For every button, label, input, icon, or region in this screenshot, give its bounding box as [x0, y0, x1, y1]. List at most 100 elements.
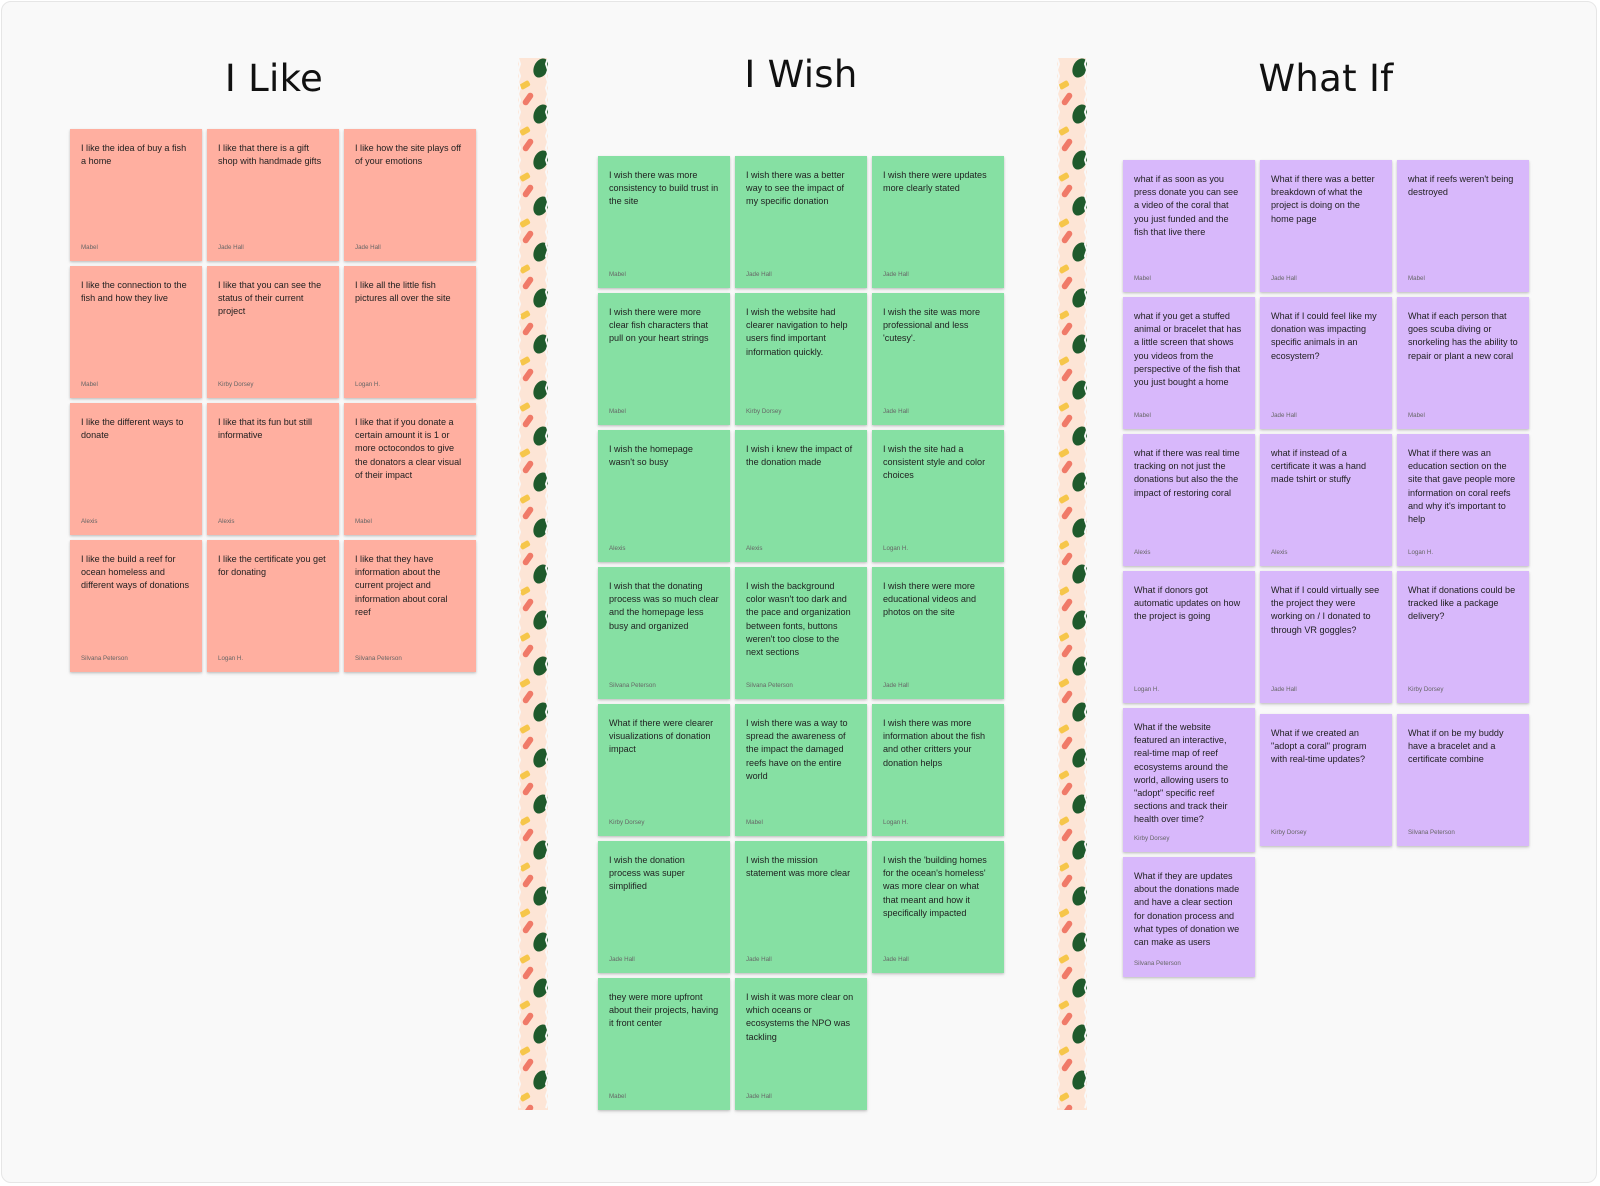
sticky-note-author: Mabel	[81, 244, 98, 251]
sticky-note[interactable]: What if on be my buddy have a bracelet a…	[1397, 714, 1529, 846]
sticky-note[interactable]: What if donations could be tracked like …	[1397, 571, 1529, 703]
sticky-note[interactable]: I wish there was more consistency to bui…	[598, 156, 730, 288]
sticky-note[interactable]: What if they are updates about the donat…	[1123, 857, 1255, 977]
sticky-note-text: I wish there was more consistency to bui…	[609, 170, 719, 207]
sticky-note[interactable]: I like that if you donate a certain amou…	[344, 403, 476, 535]
sticky-note-text: I like the build a reef for ocean homele…	[81, 554, 190, 591]
sticky-note-text: what if there was real time tracking on …	[1134, 448, 1240, 498]
sticky-note[interactable]: I wish there was a better way to see the…	[735, 156, 867, 288]
sticky-note-text: I wish there was a way to spread the awa…	[746, 718, 848, 781]
sticky-note[interactable]: they were more upfront about their proje…	[598, 978, 730, 1110]
sticky-note-text: What if we created an "adopt a coral" pr…	[1271, 728, 1367, 765]
sticky-note-text: What if each person that goes scuba divi…	[1408, 311, 1518, 361]
sticky-note-author: Alexis	[81, 518, 98, 525]
sticky-note[interactable]: I wish the site was more professional an…	[872, 293, 1004, 425]
sticky-note[interactable]: what if there was real time tracking on …	[1123, 434, 1255, 566]
sticky-note[interactable]: I like that there is a gift shop with ha…	[207, 129, 339, 261]
sticky-note[interactable]: I like all the little fish pictures all …	[344, 266, 476, 398]
sticky-note-author: Kirby Dorsey	[1408, 686, 1444, 693]
sticky-note-author: Logan H.	[1134, 686, 1160, 693]
sticky-note-text: I like that you can see the status of th…	[218, 280, 322, 317]
sticky-grid-i-wish: I wish there was more consistency to bui…	[598, 156, 1004, 1110]
sticky-note[interactable]: what if you get a stuffed animal or brac…	[1123, 297, 1255, 429]
sticky-note-author: Mabel	[81, 381, 98, 388]
sticky-note-author: Alexis	[1271, 549, 1288, 556]
sticky-note-author: Kirby Dorsey	[1134, 835, 1170, 842]
sticky-note[interactable]: I like how the site plays off of your em…	[344, 129, 476, 261]
sticky-note-text: I wish the background color wasn't too d…	[746, 581, 851, 658]
sticky-note[interactable]: What if donors got automatic updates on …	[1123, 571, 1255, 703]
sticky-note-text: What if the website featured an interact…	[1134, 722, 1229, 825]
sticky-note-author: Alexis	[609, 545, 626, 552]
sticky-note[interactable]: What if I could feel like my donation wa…	[1260, 297, 1392, 429]
sticky-note-text: I like that if you donate a certain amou…	[355, 417, 462, 480]
sticky-note[interactable]: I wish there was more information about …	[872, 704, 1004, 836]
sticky-note-author: Silvana Peterson	[355, 655, 402, 662]
column-title-i-like: I Like	[224, 57, 324, 100]
sticky-note[interactable]: what if instead of a certificate it was …	[1260, 434, 1392, 566]
sticky-note-text: What if they are updates about the donat…	[1134, 871, 1240, 948]
sticky-note[interactable]: What if there was an education section o…	[1397, 434, 1529, 566]
sticky-note[interactable]: I like the build a reef for ocean homele…	[70, 540, 202, 672]
sticky-note[interactable]: What if I could virtually see the projec…	[1260, 571, 1392, 703]
sticky-note[interactable]: What if the website featured an interact…	[1123, 708, 1255, 852]
sticky-note[interactable]: I like that you can see the status of th…	[207, 266, 339, 398]
sticky-note-author: Jade Hall	[883, 956, 909, 963]
sticky-note[interactable]: What if there were clearer visualization…	[598, 704, 730, 836]
sticky-note-text: I wish it was more clear on which oceans…	[746, 992, 854, 1042]
sticky-note[interactable]: I wish i knew the impact of the donation…	[735, 430, 867, 562]
sticky-note-text: I like the connection to the fish and ho…	[81, 280, 187, 304]
sticky-note[interactable]: I wish there was a way to spread the awa…	[735, 704, 867, 836]
sticky-note[interactable]: What if there was a better breakdown of …	[1260, 160, 1392, 292]
sticky-note[interactable]: What if we created an "adopt a coral" pr…	[1260, 714, 1392, 846]
sticky-note-author: Jade Hall	[355, 244, 381, 251]
sticky-note-author: Logan H.	[355, 381, 381, 388]
sticky-note-author: Silvana Peterson	[746, 682, 793, 689]
sticky-note-text: I wish there was a better way to see the…	[746, 170, 845, 207]
sticky-note[interactable]: I like that its fun but still informativ…	[207, 403, 339, 535]
sticky-note-author: Logan H.	[883, 819, 909, 826]
sticky-note-text: I wish there was more information about …	[883, 718, 986, 768]
sticky-note[interactable]: I like that they have information about …	[344, 540, 476, 672]
sticky-note-text: I wish the donation process was super si…	[609, 855, 685, 892]
sticky-note-text: I wish the 'building homes for the ocean…	[883, 855, 987, 918]
sticky-note[interactable]: I like the certificate you get for donat…	[207, 540, 339, 672]
sticky-note[interactable]: I wish the 'building homes for the ocean…	[872, 841, 1004, 973]
sticky-note[interactable]: I wish it was more clear on which oceans…	[735, 978, 867, 1110]
sticky-note[interactable]: I wish the background color wasn't too d…	[735, 567, 867, 699]
sticky-note[interactable]: I wish the site had a consistent style a…	[872, 430, 1004, 562]
sticky-note[interactable]: what if as soon as you press donate you …	[1123, 160, 1255, 292]
sticky-note[interactable]: I wish there were more educational video…	[872, 567, 1004, 699]
sticky-note-text: What if there was a better breakdown of …	[1271, 174, 1375, 224]
sticky-note-text: what if instead of a certificate it was …	[1271, 448, 1367, 485]
sticky-note-text: I wish there were updates more clearly s…	[883, 170, 987, 194]
sticky-note-author: Mabel	[609, 271, 626, 278]
sticky-note-author: Jade Hall	[883, 271, 909, 278]
sticky-note-text: what if as soon as you press donate you …	[1134, 174, 1239, 237]
sticky-note-author: Jade Hall	[746, 956, 772, 963]
sticky-grid-what-if: what if as soon as you press donate you …	[1123, 160, 1529, 977]
sticky-note[interactable]: I wish the mission statement was more cl…	[735, 841, 867, 973]
sticky-note-text: I like that its fun but still informativ…	[218, 417, 313, 441]
sticky-note[interactable]: I like the connection to the fish and ho…	[70, 266, 202, 398]
sticky-note-author: Jade Hall	[883, 408, 909, 415]
sticky-note-text: I like that they have information about …	[355, 554, 448, 617]
sticky-note[interactable]: What if each person that goes scuba divi…	[1397, 297, 1529, 429]
sticky-note[interactable]: I wish the donation process was super si…	[598, 841, 730, 973]
sticky-note-text: I wish that the donating process was so …	[609, 581, 719, 631]
sticky-note[interactable]: I wish there were more clear fish charac…	[598, 293, 730, 425]
sticky-note-author: Mabel	[1134, 412, 1151, 419]
sticky-note[interactable]: I wish the website had clearer navigatio…	[735, 293, 867, 425]
sticky-note-author: Logan H.	[1408, 549, 1434, 556]
sticky-note-author: Kirby Dorsey	[609, 819, 645, 826]
column-title-what-if: What If	[1258, 57, 1394, 100]
sticky-note[interactable]: I wish there were updates more clearly s…	[872, 156, 1004, 288]
sticky-note-author: Silvana Peterson	[81, 655, 128, 662]
sticky-note-author: Jade Hall	[1271, 275, 1297, 282]
sticky-note[interactable]: I wish that the donating process was so …	[598, 567, 730, 699]
sticky-note-text: I wish there were more educational video…	[883, 581, 977, 618]
